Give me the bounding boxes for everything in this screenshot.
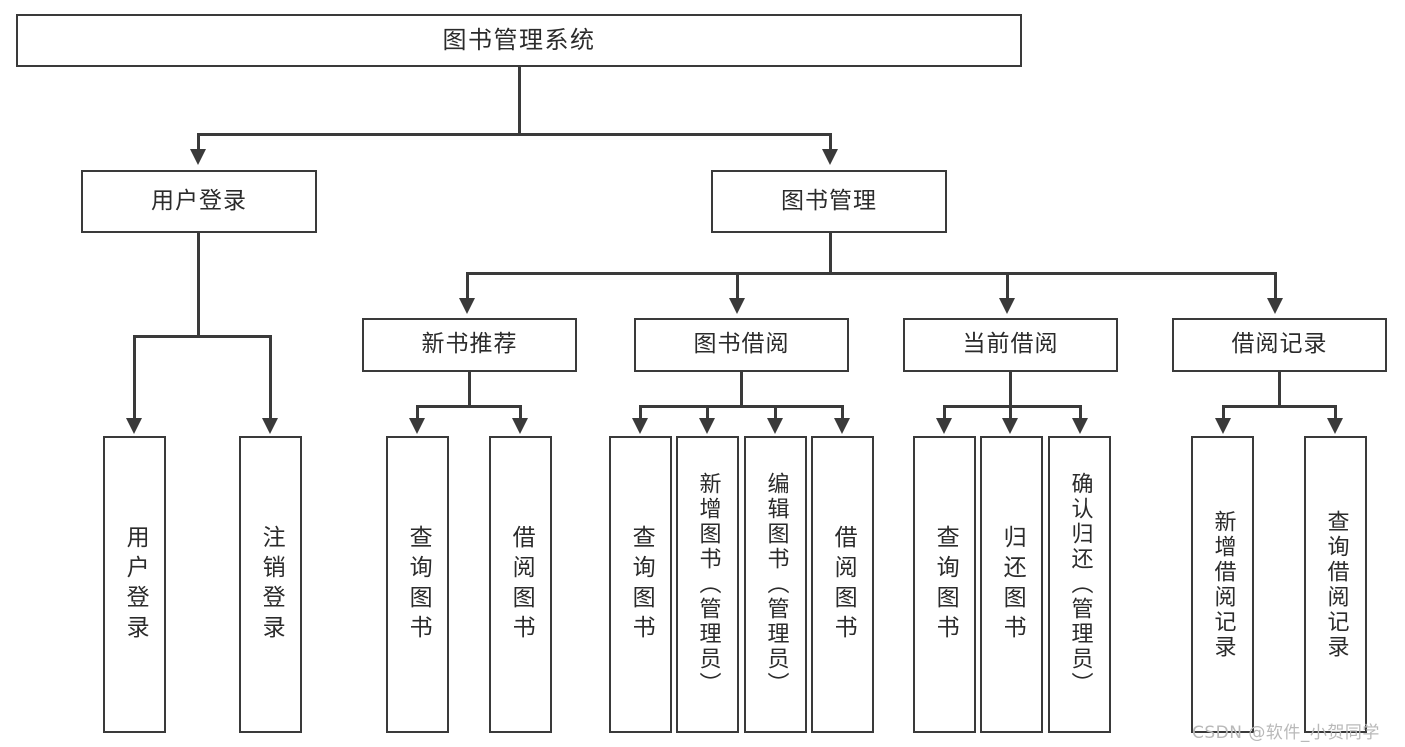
leaf-add-borrow-record[interactable]: 新增借阅记录 <box>1191 436 1254 733</box>
connector-root-to-userlogin <box>197 133 200 151</box>
arrow-leaf-add-record <box>1215 418 1231 434</box>
node-borrow-record[interactable]: 借阅记录 <box>1172 318 1387 372</box>
connector-currentborrow-drop-2 <box>1009 405 1012 420</box>
node-label: 查询图书 <box>405 524 432 645</box>
node-root-system[interactable]: 图书管理系统 <box>16 14 1022 67</box>
node-label: 新书推荐 <box>421 331 518 358</box>
connector-bookmgmt-stem <box>829 233 832 272</box>
node-label: 查询图书 <box>932 524 959 645</box>
connector-userlogin-stem <box>197 233 200 335</box>
connector-bookborrow-drop-4 <box>841 405 844 420</box>
node-label: 确认归还（管理员） <box>1067 472 1093 697</box>
connector-bookborrow-stem <box>740 372 743 405</box>
connector-userlogin-drop-2 <box>269 335 272 420</box>
node-label: 用户登录 <box>122 524 149 645</box>
node-label: 查询借阅记录 <box>1323 509 1349 660</box>
node-label: 新增图书（管理员） <box>695 472 721 697</box>
node-current-borrow[interactable]: 当前借阅 <box>903 318 1118 372</box>
node-label: 编辑图书（管理员） <box>763 472 789 697</box>
arrow-to-borrowrecord <box>1267 298 1283 314</box>
node-label: 借阅图书 <box>508 524 535 645</box>
leaf-query-book-borrow[interactable]: 查询图书 <box>609 436 672 733</box>
node-label: 图书管理系统 <box>442 26 596 55</box>
arrow-leaf-query-record <box>1327 418 1343 434</box>
connector-root-stem <box>518 67 521 133</box>
arrow-leaf-query-book-2 <box>632 418 648 434</box>
arrow-leaf-logout <box>262 418 278 434</box>
leaf-logout[interactable]: 注销登录 <box>239 436 302 733</box>
node-label: 查询图书 <box>628 524 655 645</box>
connector-bookmgmt-bus <box>466 272 1276 275</box>
arrow-to-userlogin <box>190 149 206 165</box>
node-book-borrow[interactable]: 图书借阅 <box>634 318 849 372</box>
connector-currentborrow-drop-3 <box>1079 405 1082 420</box>
arrow-to-bookmgmt <box>822 149 838 165</box>
node-label: 注销登录 <box>258 524 285 645</box>
node-new-book-recommend[interactable]: 新书推荐 <box>362 318 577 372</box>
arrow-leaf-borrow-book-2 <box>834 418 850 434</box>
connector-newbook-bus <box>416 405 522 408</box>
node-label: 新增借阅记录 <box>1210 509 1236 660</box>
arrow-leaf-edit-book <box>767 418 783 434</box>
arrow-leaf-user-login <box>126 418 142 434</box>
connector-bookborrow-drop-3 <box>774 405 777 420</box>
arrow-leaf-add-book <box>699 418 715 434</box>
node-user-login[interactable]: 用户登录 <box>81 170 317 233</box>
connector-root-bus <box>197 133 832 136</box>
connector-root-to-bookmgmt <box>829 133 832 151</box>
node-label: 用户登录 <box>151 187 247 214</box>
connector-userlogin-drop-1 <box>133 335 136 420</box>
connector-bookborrow-drop-1 <box>639 405 642 420</box>
arrow-leaf-borrow-book-1 <box>512 418 528 434</box>
connector-borrowrecord-drop-1 <box>1222 405 1225 420</box>
connector-newbook-drop-2 <box>519 405 522 420</box>
node-label: 当前借阅 <box>962 331 1059 358</box>
connector-currentborrow-stem <box>1009 372 1012 405</box>
arrow-leaf-return-book <box>1002 418 1018 434</box>
connector-currentborrow-drop-1 <box>943 405 946 420</box>
leaf-borrow-book-recommend[interactable]: 借阅图书 <box>489 436 552 733</box>
connector-userlogin-bus <box>133 335 272 338</box>
arrow-to-currentborrow <box>999 298 1015 314</box>
connector-borrowrecord-stem <box>1278 372 1281 405</box>
connector-currentborrow-bus <box>943 405 1082 408</box>
node-book-management[interactable]: 图书管理 <box>711 170 947 233</box>
node-label: 图书借阅 <box>693 331 790 358</box>
connector-bookmgmt-drop-2 <box>736 272 739 300</box>
leaf-user-login[interactable]: 用户登录 <box>103 436 166 733</box>
node-label: 借阅记录 <box>1231 331 1328 358</box>
node-label: 借阅图书 <box>830 524 857 645</box>
leaf-edit-book-admin[interactable]: 编辑图书（管理员） <box>744 436 807 733</box>
leaf-borrow-book[interactable]: 借阅图书 <box>811 436 874 733</box>
leaf-query-book-recommend[interactable]: 查询图书 <box>386 436 449 733</box>
connector-borrowrecord-bus <box>1222 405 1337 408</box>
connector-borrowrecord-drop-2 <box>1334 405 1337 420</box>
leaf-return-book[interactable]: 归还图书 <box>980 436 1043 733</box>
csdn-watermark: CSDN @软件_小贺同学 <box>1192 723 1380 743</box>
connector-bookborrow-bus <box>639 405 844 408</box>
arrow-leaf-confirm-return <box>1072 418 1088 434</box>
leaf-query-book-current[interactable]: 查询图书 <box>913 436 976 733</box>
node-label: 归还图书 <box>999 524 1026 645</box>
leaf-query-borrow-record[interactable]: 查询借阅记录 <box>1304 436 1367 733</box>
connector-bookmgmt-drop-3 <box>1006 272 1009 300</box>
connector-bookborrow-drop-2 <box>706 405 709 420</box>
arrow-leaf-query-book-1 <box>409 418 425 434</box>
connector-bookmgmt-drop-4 <box>1274 272 1277 300</box>
connector-bookmgmt-drop-1 <box>466 272 469 300</box>
leaf-add-book-admin[interactable]: 新增图书（管理员） <box>676 436 739 733</box>
connector-newbook-drop-1 <box>416 405 419 420</box>
node-label: 图书管理 <box>781 187 877 214</box>
arrow-leaf-query-book-3 <box>936 418 952 434</box>
leaf-confirm-return-admin[interactable]: 确认归还（管理员） <box>1048 436 1111 733</box>
connector-newbook-stem <box>468 372 471 405</box>
arrow-to-newbook <box>459 298 475 314</box>
arrow-to-bookborrow <box>729 298 745 314</box>
